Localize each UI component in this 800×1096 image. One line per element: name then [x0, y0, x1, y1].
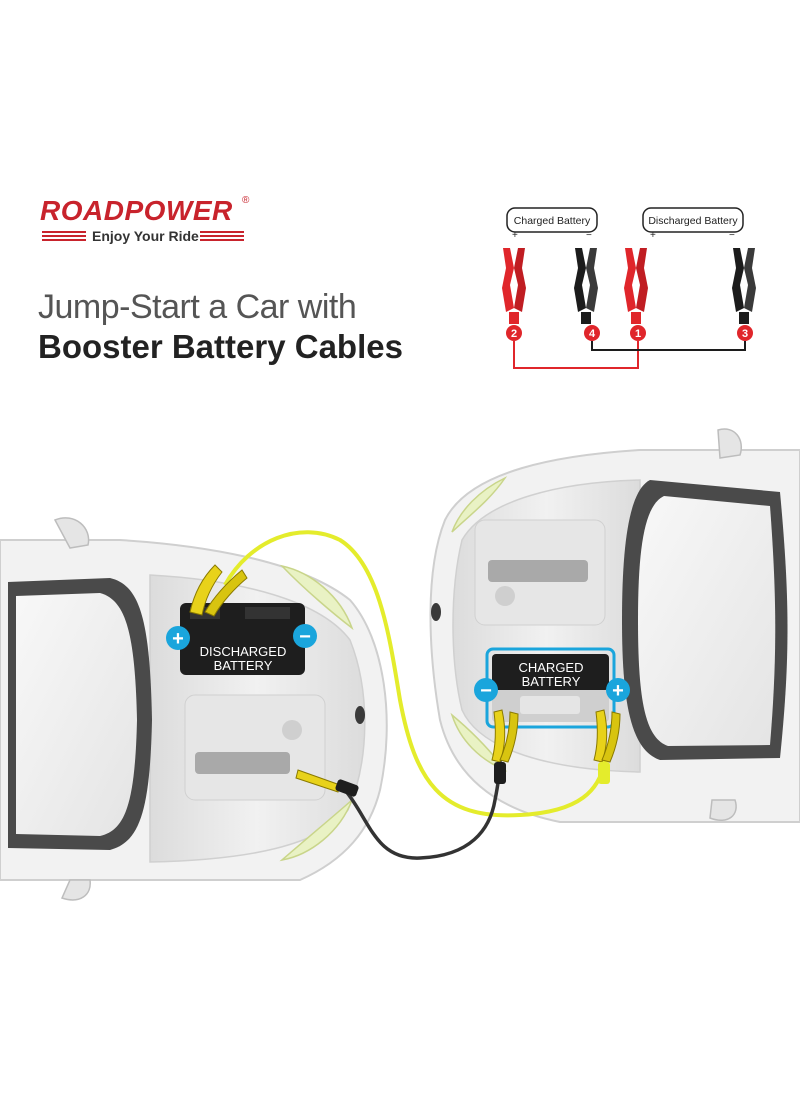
tagline-stripes-right [200, 231, 244, 241]
discharged-battery-label-line2: BATTERY [214, 658, 273, 673]
charged-plus-terminal-icon: + [606, 678, 630, 702]
svg-text:−: − [480, 680, 492, 702]
discharged-battery-legend-label: Discharged Battery + − [642, 207, 744, 241]
charged-battery-legend-text: Charged Battery [514, 215, 591, 227]
svg-text:1: 1 [635, 328, 641, 340]
legend-step-3: 3 [737, 325, 753, 341]
right-car-engine-cap [495, 586, 515, 606]
right-car-mirror-top [717, 428, 742, 459]
connection-legend: Charged Battery + − Discharged Battery +… [502, 207, 756, 369]
right-car-headlight-top [451, 476, 508, 533]
legend-red-cable [513, 341, 639, 369]
legend-clamp-black-charged [574, 248, 598, 324]
legend-step-1: 1 [630, 325, 646, 341]
charged-battery-label-line1: CHARGED [518, 660, 583, 675]
legend-step-2: 2 [506, 325, 522, 341]
right-car-headlight-bottom [450, 712, 508, 772]
left-car-mirror-top [53, 517, 90, 549]
headline-line-1: Jump-Start a Car with [38, 288, 357, 326]
legend-clamp-red-discharged [624, 248, 648, 324]
discharged-minus-terminal-icon: − [293, 624, 317, 648]
yellow-positive-cable [223, 530, 607, 818]
yellow-clamp-charged [593, 709, 621, 784]
discharged-battery-label-line1: DISCHARGED [200, 644, 287, 659]
legend-black-cable [591, 341, 746, 351]
left-car-headlight-top [279, 564, 354, 631]
black-negative-cable [343, 759, 502, 860]
yellow-clamp-discharged [189, 564, 248, 617]
legend-clamp-black-discharged [732, 248, 756, 324]
tagline-stripes-left [42, 231, 86, 241]
left-car-engine-cover [184, 694, 326, 801]
legend-clamp-red-charged [502, 248, 526, 324]
right-car [429, 428, 800, 823]
right-car-latch [431, 603, 441, 621]
right-car-engine-vent [488, 560, 588, 582]
left-car-engine-vent [195, 752, 290, 774]
svg-text:2: 2 [511, 328, 517, 340]
registered-mark: ® [242, 195, 250, 206]
black-clamp-charged [491, 709, 519, 784]
legend-plus-discharged: + [650, 230, 656, 241]
right-car-mirror-bottom [709, 799, 737, 821]
legend-step-4: 4 [584, 325, 600, 341]
brand-tagline: Enjoy Your Ride [92, 228, 199, 244]
discharged-battery: DISCHARGED BATTERY + − [166, 603, 317, 675]
left-car-engine-cap [282, 720, 302, 740]
left-car-mirror-bottom [60, 879, 91, 901]
right-car-windshield-glass [638, 496, 776, 746]
discharged-plus-terminal-icon: + [166, 626, 190, 650]
svg-text:+: + [172, 628, 184, 650]
charged-battery-label-line2: BATTERY [522, 674, 581, 689]
charged-battery: CHARGED BATTERY − + [474, 647, 630, 729]
headline-line-2: Booster Battery Cables [38, 328, 403, 365]
left-car [0, 517, 388, 901]
svg-text:−: − [299, 626, 311, 648]
discharged-battery-legend-text: Discharged Battery [648, 215, 738, 227]
legend-minus-charged: − [586, 230, 592, 241]
charged-minus-terminal-icon: − [474, 678, 498, 702]
brand-name: ROADPOWER [40, 195, 233, 226]
svg-text:4: 4 [589, 328, 596, 340]
brand-logo: ROADPOWER ® Enjoy Your Ride [40, 195, 250, 244]
black-clamp-ground [295, 769, 359, 797]
svg-text:3: 3 [742, 328, 748, 340]
svg-text:+: + [612, 680, 624, 702]
legend-minus-discharged: − [729, 230, 735, 241]
left-car-latch [355, 706, 365, 724]
charged-battery-legend-label: Charged Battery + − [506, 207, 598, 241]
legend-plus-charged: + [512, 230, 518, 241]
left-car-windshield-glass [16, 593, 137, 836]
